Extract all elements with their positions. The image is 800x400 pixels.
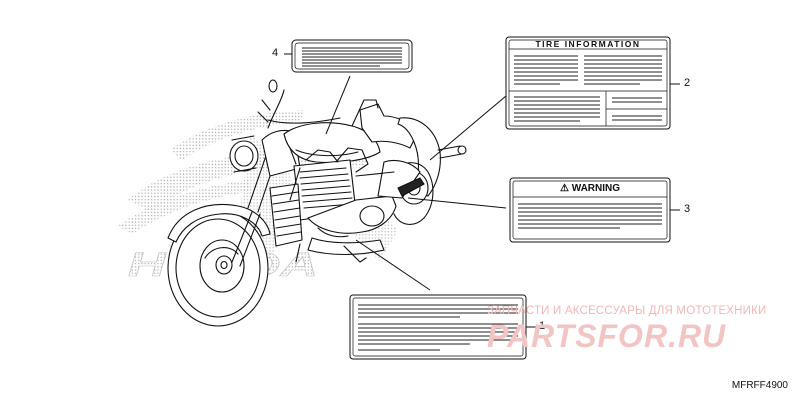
part-code: MFRFF4900 [731,380,788,391]
leader-lines [325,75,507,291]
callout-3: 3 [684,203,691,215]
label-1 [349,294,527,360]
tire-information-title: TIRE INFORMATION [535,39,641,49]
watermark-text: ЗАПЧАСТИ И АКСЕССУАРЫ ДЛЯ МОТОТЕХНИКИ [487,305,767,317]
callout-1: 1 [539,320,546,332]
callout-ticks [284,53,680,328]
warning-title-row: ⚠ WARNING [513,183,667,194]
warning-triangle-icon: ⚠ [559,183,569,194]
warning-title: WARNING [571,183,621,194]
callout-4: 4 [272,47,279,59]
label-2-tire-information [505,36,671,130]
motorcycle-drawing [167,79,467,327]
callout-2: 2 [684,77,691,89]
label-4 [291,39,413,73]
watermark-logo: PARTSFOR.RU [487,318,727,354]
label-3-warning [509,177,671,243]
